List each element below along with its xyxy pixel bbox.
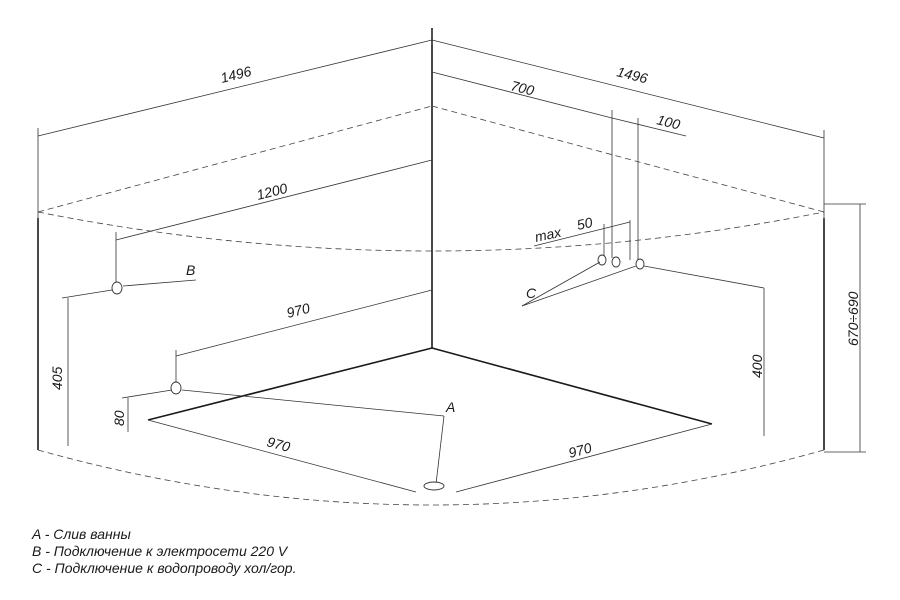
dimension-1496-left: 1496: [37, 30, 433, 220]
connection-a-drain: A: [181, 389, 455, 491]
dim-670-690-label: 670÷690: [845, 291, 861, 346]
dimension-400: 400: [643, 265, 765, 436]
dimension-700: 700: [431, 71, 613, 258]
legend-item-a: A - Слив ванны: [32, 526, 131, 542]
dim-970-upper-label: 970: [285, 300, 312, 321]
dimension-max-50: max 50: [533, 214, 631, 260]
connection-c-water: C: [521, 254, 645, 307]
dim-1496-right-label: 1496: [615, 63, 649, 86]
dim-max-label: max: [533, 224, 563, 245]
legend-item-c: C - Подключение к водопроводу хол/гор.: [32, 560, 297, 576]
dim-700-label: 700: [509, 77, 536, 98]
wall-lines: [37, 28, 825, 450]
dim-1496-left-label: 1496: [219, 63, 253, 86]
legend: A - Слив ванны B - Подключение к электро…: [32, 526, 296, 577]
dimension-1496-right: 1496: [431, 39, 825, 220]
dimension-970-floor-right: 970: [455, 423, 713, 493]
side-port-ellipse: [170, 381, 182, 395]
dimension-1200: 1200: [115, 159, 433, 288]
marker-a: A: [445, 399, 455, 415]
dim-970-floor-left-label: 970: [265, 433, 292, 455]
dimension-tub-height: 670÷690: [824, 203, 866, 453]
dim-405-label: 405: [49, 366, 65, 390]
dim-100-label: 100: [655, 111, 682, 132]
dimension-100: 100: [611, 111, 687, 262]
dimension-970-floor-left: 970: [147, 419, 417, 493]
dim-400-label: 400: [749, 354, 765, 378]
dim-80-label: 80: [111, 410, 127, 426]
dim-1200-label: 1200: [255, 180, 289, 203]
tub-outline-dashed: [37, 105, 825, 506]
marker-c: C: [526, 285, 537, 301]
connection-b-electrical: B: [111, 262, 197, 295]
dimension-970-upper: 970: [175, 289, 433, 390]
dim-50-label: 50: [575, 214, 594, 233]
dimension-405: 405: [49, 289, 113, 446]
dim-970-floor-right-label: 970: [567, 439, 594, 461]
marker-b: B: [186, 262, 195, 278]
legend-item-b: B - Подключение к электросети 220 V: [32, 543, 288, 559]
dimension-80: 80: [111, 389, 173, 432]
